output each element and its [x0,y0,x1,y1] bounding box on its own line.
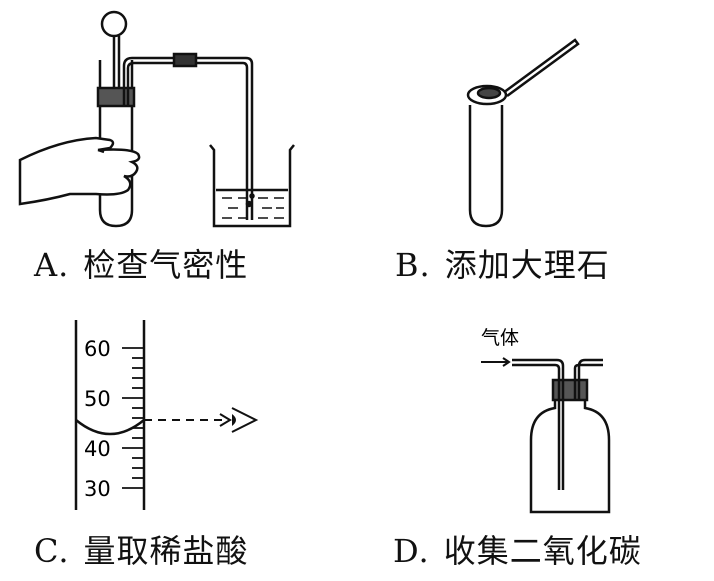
eye-icon [231,407,259,433]
gas-collection-bottle: 气体 [481,327,611,514]
tick-label-60: 60 [84,337,111,361]
panel-d-collect-co2: 气体 D. 收集二氧化碳 [357,290,714,581]
short-outlet-tube [573,358,603,400]
caption-b-letter: B. [395,246,431,284]
tick-label-50: 50 [84,387,111,411]
test-tube [98,60,134,228]
marble-spoon-apparatus [466,38,580,228]
tick-label-40: 40 [84,437,111,461]
panel-c-measure-acid: 60 50 40 30 C. 量取稀盐酸 [0,290,357,581]
airtightness-apparatus [18,10,295,228]
gas-bottle [529,398,611,514]
caption-d-letter: D. [393,532,430,570]
caption-b-text: 添加大理石 [444,246,610,284]
funnel-bulb [100,10,128,38]
gas-inlet-label: 气体 [481,327,519,349]
caption-a-text: 检查气密性 [83,246,249,284]
caption-a: A. 检查气密性 [34,240,248,286]
caption-c-text: 量取稀盐酸 [83,532,249,570]
hand [18,136,141,206]
panel-a-check-airtightness: A. 检查气密性 [0,0,357,290]
graduated-cylinder: 60 50 40 30 [74,320,259,510]
caption-b: B. 添加大理石 [395,240,610,286]
scale-ticks [122,347,144,489]
delivery-tube [122,56,254,220]
long-inlet-tube [512,358,565,490]
spoon-handle [502,38,580,98]
liquid-meniscus [75,419,145,436]
caption-d-text: 收集二氧化碳 [443,532,642,570]
marble-chip [476,86,502,100]
beaker [209,144,295,228]
tick-label-30: 30 [84,477,111,501]
caption-a-letter: A. [34,246,70,284]
gas-arrow-icon [502,357,511,367]
panel-b-add-marble: B. 添加大理石 [357,0,714,290]
caption-c: C. 量取稀盐酸 [34,526,249,572]
caption-c-letter: C. [34,532,70,570]
caption-d: D. 收集二氧化碳 [393,526,642,572]
empty-test-tube [468,105,504,228]
